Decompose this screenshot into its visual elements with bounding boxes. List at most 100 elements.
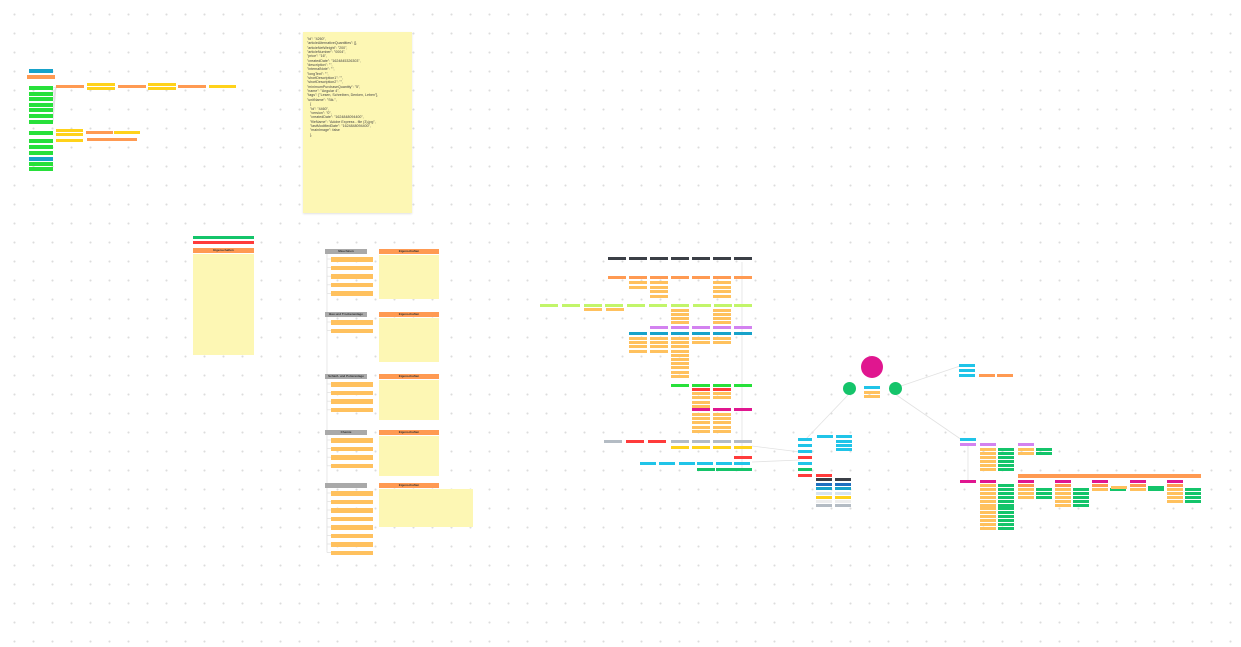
- diagram-card[interactable]: [713, 429, 731, 433]
- diagram-card[interactable]: [692, 429, 710, 433]
- diagram-card[interactable]: [87, 83, 115, 86]
- group-item[interactable]: [331, 282, 373, 288]
- diagram-card[interactable]: [692, 326, 710, 329]
- diagram-card[interactable]: [836, 435, 852, 438]
- diagram-card[interactable]: [1185, 496, 1201, 499]
- group-item[interactable]: [331, 257, 373, 262]
- diagram-card[interactable]: [118, 85, 146, 88]
- diagram-card[interactable]: [692, 408, 710, 411]
- diagram-card[interactable]: [650, 349, 668, 353]
- diagram-card[interactable]: [561, 304, 580, 307]
- diagram-card[interactable]: [713, 321, 731, 324]
- diagram-card[interactable]: [671, 374, 689, 378]
- diagram-card[interactable]: [671, 332, 689, 335]
- diagram-card[interactable]: [960, 438, 976, 441]
- diagram-card[interactable]: [998, 511, 1014, 515]
- diagram-card[interactable]: [980, 526, 996, 530]
- diagram-card[interactable]: [650, 326, 668, 329]
- central-node[interactable]: [861, 356, 883, 378]
- diagram-card[interactable]: [671, 353, 689, 357]
- diagram-card[interactable]: [650, 285, 668, 289]
- diagram-card[interactable]: [816, 478, 832, 481]
- diagram-card[interactable]: [29, 145, 53, 149]
- diagram-card[interactable]: [959, 374, 975, 377]
- diagram-card[interactable]: [650, 337, 668, 340]
- diagram-card[interactable]: [734, 462, 750, 465]
- diagram-card[interactable]: [697, 462, 713, 465]
- group-item[interactable]: [331, 463, 373, 469]
- group-item[interactable]: [331, 446, 373, 452]
- column-header[interactable]: [713, 257, 731, 260]
- diagram-card[interactable]: [864, 391, 880, 394]
- diagram-card[interactable]: [980, 491, 996, 495]
- diagram-card[interactable]: [713, 421, 731, 425]
- diagram-card[interactable]: [650, 341, 668, 345]
- diagram-card[interactable]: [671, 345, 689, 349]
- diagram-card[interactable]: [734, 446, 752, 449]
- diagram-card[interactable]: [29, 103, 53, 107]
- diagram-card[interactable]: [1055, 480, 1071, 483]
- group-item[interactable]: [331, 265, 373, 271]
- diagram-card[interactable]: [671, 321, 689, 324]
- group-item[interactable]: [331, 516, 373, 521]
- group-item[interactable]: [331, 328, 373, 334]
- diagram-card[interactable]: [864, 386, 880, 389]
- diagram-card[interactable]: [29, 139, 53, 143]
- json-sticky-note[interactable]: "id": "4260","articleAlternativeQuantiti…: [303, 32, 412, 213]
- diagram-card[interactable]: [998, 456, 1014, 459]
- diagram-card[interactable]: [980, 519, 996, 523]
- diagram-card[interactable]: [671, 358, 689, 361]
- diagram-card[interactable]: [86, 131, 113, 134]
- diagram-card[interactable]: [998, 491, 1014, 495]
- properties-header[interactable]: Eigenschaften: [379, 312, 439, 317]
- diagram-card[interactable]: [979, 374, 995, 377]
- diagram-card[interactable]: [998, 460, 1014, 463]
- group-item[interactable]: [331, 550, 373, 555]
- properties-body[interactable]: [193, 254, 254, 355]
- diagram-card[interactable]: [998, 519, 1014, 523]
- diagram-card[interactable]: [671, 349, 689, 353]
- diagram-card[interactable]: [713, 337, 731, 340]
- diagram-card[interactable]: [1130, 480, 1146, 483]
- diagram-card[interactable]: [713, 281, 731, 284]
- diagram-card[interactable]: [629, 332, 647, 335]
- diagram-card[interactable]: [1167, 484, 1183, 487]
- diagram-card[interactable]: [650, 276, 668, 279]
- sub-node[interactable]: [889, 382, 902, 395]
- diagram-card[interactable]: [980, 452, 996, 455]
- diagram-card[interactable]: [1018, 474, 1201, 478]
- diagram-card[interactable]: [648, 440, 666, 443]
- diagram-card[interactable]: [629, 281, 647, 284]
- group-title[interactable]: Bau und Trockenanlage: [325, 312, 367, 317]
- diagram-card[interactable]: [713, 440, 731, 443]
- diagram-card[interactable]: [1073, 496, 1089, 499]
- group-title[interactable]: Maschinen: [325, 249, 367, 254]
- diagram-card[interactable]: [671, 326, 689, 329]
- diagram-card[interactable]: [629, 276, 647, 279]
- diagram-card[interactable]: [29, 69, 53, 73]
- diagram-card[interactable]: [734, 326, 752, 329]
- diagram-card[interactable]: [713, 396, 731, 400]
- diagram-card[interactable]: [697, 468, 715, 471]
- diagram-card[interactable]: [713, 285, 731, 289]
- group-item[interactable]: [331, 533, 373, 538]
- diagram-card[interactable]: [87, 138, 137, 141]
- diagram-card[interactable]: [798, 474, 812, 477]
- diagram-card[interactable]: [997, 374, 1013, 377]
- diagram-card[interactable]: [650, 290, 668, 294]
- diagram-card[interactable]: [29, 157, 53, 161]
- diagram-card[interactable]: [1073, 488, 1089, 491]
- diagram-card[interactable]: [604, 440, 622, 443]
- diagram-card[interactable]: [980, 456, 996, 459]
- diagram-card[interactable]: [692, 388, 710, 391]
- diagram-card[interactable]: [650, 332, 668, 335]
- diagram-card[interactable]: [713, 392, 731, 396]
- diagram-card[interactable]: [692, 421, 710, 425]
- diagram-card[interactable]: [980, 515, 996, 519]
- diagram-card[interactable]: [816, 496, 832, 499]
- diagram-card[interactable]: [798, 444, 812, 447]
- diagram-card[interactable]: [713, 309, 731, 312]
- diagram-card[interactable]: [1018, 488, 1034, 491]
- column-header[interactable]: [671, 257, 689, 260]
- diagram-card[interactable]: [980, 468, 996, 471]
